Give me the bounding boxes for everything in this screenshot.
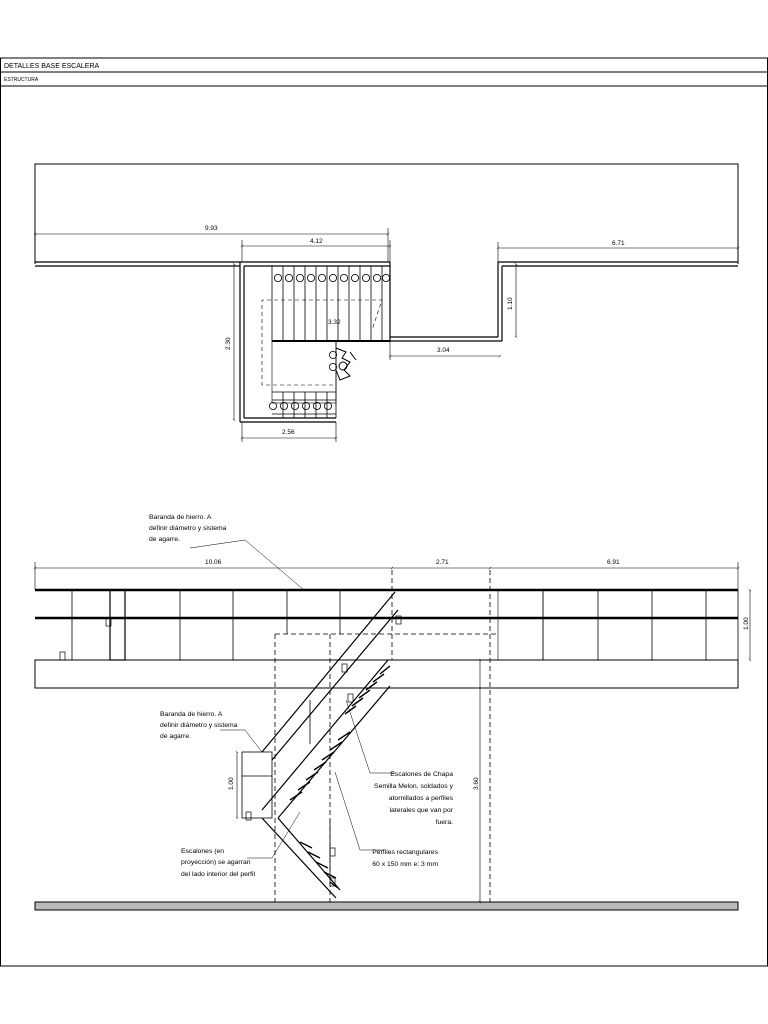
svg-text:de agarre.: de agarre. xyxy=(160,733,191,740)
note-railing-mid: Baranda de hierro. A definir diámetro y … xyxy=(160,711,238,740)
svg-text:definir diámetro y sistema: definir diámetro y sistema xyxy=(160,722,238,729)
note-railing-top: Baranda de hierro. A definir diámetro y … xyxy=(149,514,227,543)
dim-plan-6-71: 6.71 xyxy=(612,240,625,247)
elevation-ground xyxy=(34,901,739,911)
plan-dimensions xyxy=(33,228,740,442)
dim-elev-2-71: 2.71 xyxy=(436,559,449,566)
dim-plan-3-04: 3.04 xyxy=(437,347,450,354)
plan-upper-treads xyxy=(282,266,383,341)
svg-text:atornillados a perfiles: atornillados a perfiles xyxy=(389,795,454,802)
svg-text:Escalones (en: Escalones (en xyxy=(181,848,224,855)
elevation-view: 10.06 2.71 6.91 1.00 1.00 3.60 xyxy=(33,539,752,911)
svg-text:laterales que van por: laterales que van por xyxy=(390,807,454,814)
svg-text:Semilla Melon, soldados y: Semilla Melon, soldados y xyxy=(374,783,454,790)
dim-elev-1-00-right: 1.00 xyxy=(743,617,750,630)
note-steps-plate: Escalones de Chapa Semilla Melon, soldad… xyxy=(374,771,454,826)
svg-text:proyección) se agarran: proyección) se agarran xyxy=(181,859,251,866)
plan-newel-detail xyxy=(335,347,357,381)
svg-text:Perfiles rectangulares: Perfiles rectangulares xyxy=(372,849,438,856)
dim-plan-9-93: 9.93 xyxy=(205,225,218,232)
dim-plan-2-30: 2.30 xyxy=(225,337,232,350)
dim-elev-6-91: 6.91 xyxy=(607,559,620,566)
dim-plan-2-56: 2.56 xyxy=(282,429,295,436)
svg-text:60 x 150 mm e: 3 mm: 60 x 150 mm e: 3 mm xyxy=(372,861,438,868)
sheet-subtitle: ESTRUCTURA xyxy=(4,77,39,83)
plan-view: 9.93 4.12 6.71 1.10 3.32 3.04 2.30 2.56 xyxy=(33,163,740,442)
dim-elev-3-60: 3.60 xyxy=(473,777,480,790)
plan-upper-bolts xyxy=(273,273,390,282)
svg-text:del lado interior del perfil: del lado interior del perfil xyxy=(181,871,256,878)
leader-lines xyxy=(189,539,395,859)
svg-text:Baranda de hierro. A: Baranda de hierro. A xyxy=(160,711,223,718)
svg-text:fuera.: fuera. xyxy=(436,819,453,826)
plan-lower-treads xyxy=(272,341,337,418)
note-steps-projection: Escalones (en proyección) se agarran del… xyxy=(181,848,256,878)
sheet-title: DETALLES BASE ESCALERA xyxy=(4,63,100,70)
dim-plan-3-32: 3.32 xyxy=(328,319,341,326)
svg-text:Baranda de hierro. A: Baranda de hierro. A xyxy=(149,514,212,521)
title-block: DETALLES BASE ESCALERA ESTRUCTURA xyxy=(0,57,768,967)
elevation-treads xyxy=(289,665,391,889)
svg-text:definir diámetro y sistema: definir diámetro y sistema xyxy=(149,525,227,532)
note-profiles: Perfiles rectangulares 60 x 150 mm e: 3 … xyxy=(372,849,438,868)
dim-elev-1-00-landing: 1.00 xyxy=(228,777,235,790)
elevation-dimensions xyxy=(33,562,752,904)
dim-elev-10-06: 10.06 xyxy=(205,559,222,566)
elevation-slab xyxy=(34,659,739,689)
elevation-posts xyxy=(71,590,739,660)
dim-plan-1-10: 1.10 xyxy=(507,297,514,310)
svg-text:de agarre.: de agarre. xyxy=(149,536,180,543)
plan-lower-bolts xyxy=(268,350,337,410)
plan-slab-outline xyxy=(34,163,739,264)
svg-text:Escalones de Chapa: Escalones de Chapa xyxy=(390,771,453,778)
dim-plan-4-12: 4.12 xyxy=(310,238,323,245)
